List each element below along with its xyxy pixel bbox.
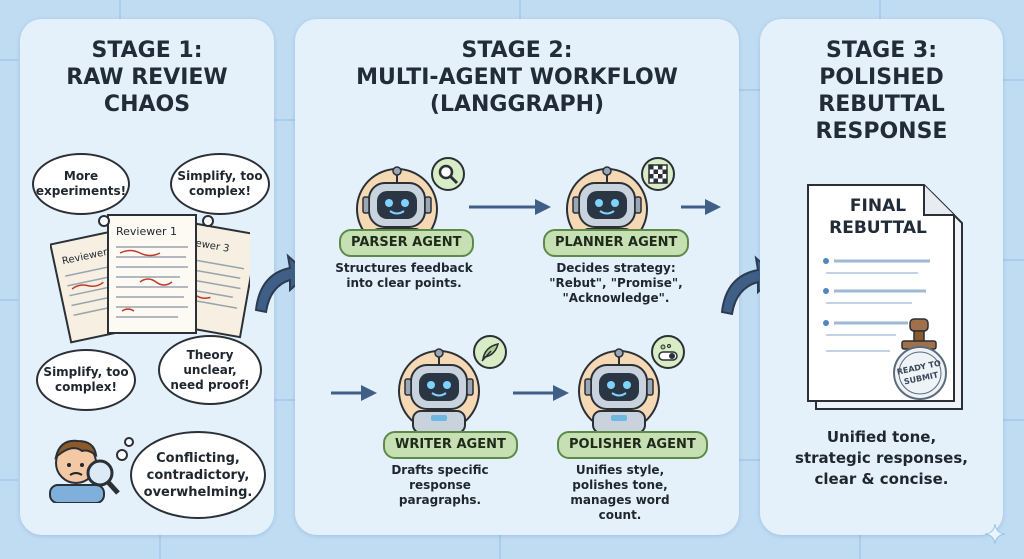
arrow-planner-out: [681, 199, 721, 215]
writer-agent-label: WRITER AGENT: [383, 431, 518, 459]
polisher-badge: [651, 335, 685, 369]
toggle-icon: [658, 344, 678, 361]
planner-badge: [641, 157, 675, 191]
quill-icon: [481, 342, 500, 362]
stage-1-panel: STAGE 1: RAW REVIEW CHAOS Reviewer ewer …: [20, 19, 274, 535]
document-bullets: [823, 258, 930, 352]
stage-2-panel: STAGE 2: MULTI-AGENT WORKFLOW (LANGGRAPH…: [295, 19, 739, 535]
parser-badge: [431, 157, 465, 191]
polisher-agent-label: POLISHER AGENT: [557, 431, 708, 459]
writer-robot-icon: [398, 348, 480, 433]
polisher-robot-icon: [578, 348, 660, 433]
arrow-into-writer: [331, 385, 377, 401]
parser-agent-description: Structures feedback into clear points.: [335, 261, 473, 290]
planner-agent-label: PLANNER AGENT: [543, 229, 690, 257]
document-title-line-2: REBUTTAL: [829, 218, 927, 238]
sparkle-icon: [984, 523, 1006, 545]
cloud-tail-dot: [98, 215, 110, 227]
parser-agent-label: PARSER AGENT: [339, 229, 474, 257]
writer-badge: [473, 335, 507, 369]
cloud-tail-dot: [202, 215, 214, 227]
writer-agent-description: Drafts specific response paragraphs.: [391, 463, 489, 507]
polisher-agent-description: Unifies style, polishes tone, manages wo…: [570, 463, 670, 522]
stage-2-title: STAGE 2: MULTI-AGENT WORKFLOW (LANGGRAPH…: [356, 38, 678, 117]
arrow-parser-to-planner: [469, 199, 551, 215]
cloud-simplify-top: Simplify, too complex!: [170, 153, 270, 215]
cloud-tail-dot: [124, 437, 134, 447]
ready-to-submit-stamp: READY TO SUBMIT: [893, 318, 947, 400]
stage-3-title: STAGE 3: POLISHED REBUTTAL RESPONSE: [815, 38, 948, 144]
document-title-line-1: FINAL: [850, 196, 906, 216]
stage-1-title: STAGE 1: RAW REVIEW CHAOS: [66, 38, 228, 117]
cloud-more-experiments: More experiments!: [32, 153, 130, 215]
cloud-theory-unclear: Theory unclear, need proof!: [158, 335, 262, 405]
magnifier-icon: [438, 164, 459, 185]
review-papers-illustration: Reviewer ewer 3 Reviewer 1: [50, 214, 250, 344]
cloud-simplify-bottom: Simplify, too complex!: [36, 349, 136, 411]
cloud-conflicting: Conflicting, contradictory, overwhelming…: [130, 431, 266, 519]
paper-center-label: Reviewer 1: [116, 225, 177, 238]
stage-3-panel: STAGE 3: POLISHED REBUTTAL RESPONSE FINA…: [760, 19, 1003, 535]
planner-agent-description: Decides strategy: "Rebut", "Promise", "A…: [549, 261, 683, 305]
cloud-tail-dot: [116, 449, 128, 461]
arrow-writer-to-polisher: [513, 385, 569, 401]
stage-3-summary: Unified tone, strategic responses, clear…: [795, 428, 968, 488]
confused-person-icon: [49, 439, 120, 503]
chess-board-icon: [648, 164, 668, 184]
paper-center: Reviewer 1: [107, 214, 197, 334]
